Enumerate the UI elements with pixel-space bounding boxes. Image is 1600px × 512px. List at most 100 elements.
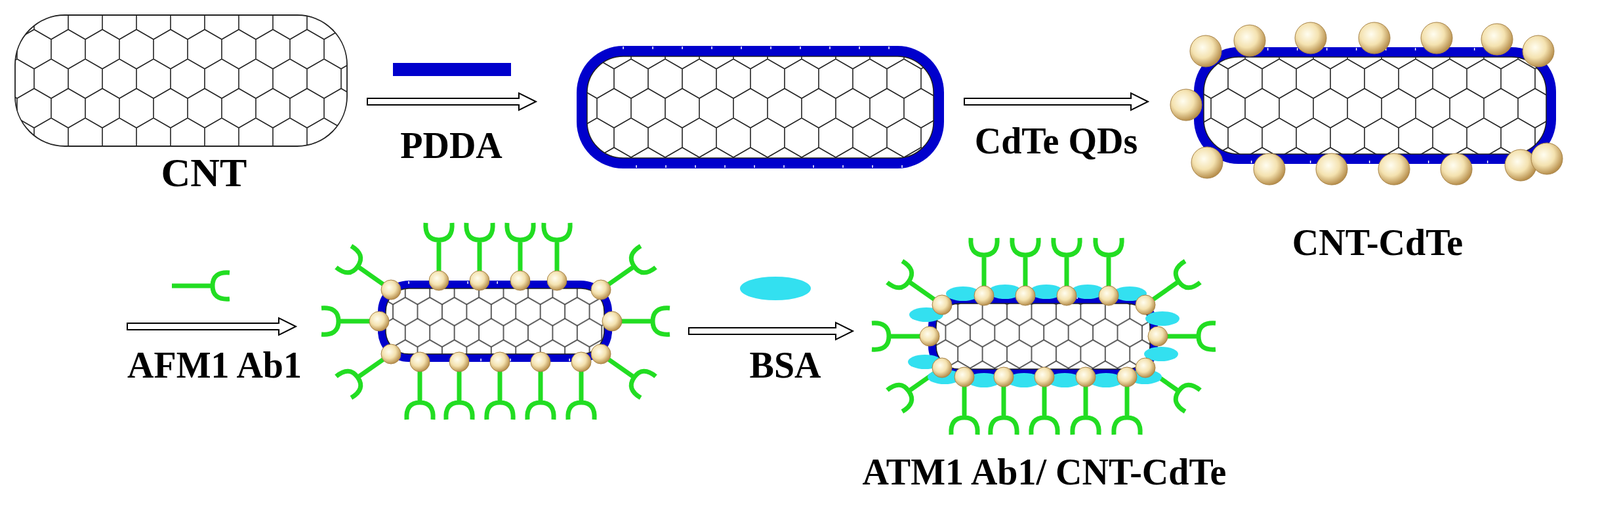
pdda-tick: [901, 165, 903, 168]
cnt-body: [15, 15, 348, 147]
cdte-qd: [1148, 326, 1168, 347]
pdda-tick: [635, 165, 637, 168]
step-label: PDDA: [400, 124, 503, 167]
cdte-qd: [919, 326, 940, 347]
pdda-tick: [467, 281, 469, 285]
pdda-tick: [1267, 47, 1269, 51]
pdda-tick: [1310, 160, 1312, 164]
pdda-tick: [711, 46, 713, 50]
cdte-qd: [1056, 286, 1077, 306]
pdda-tick: [888, 46, 890, 50]
pdda-tick: [842, 165, 844, 168]
cdte-qd: [1189, 35, 1222, 67]
pdda-tick: [1487, 160, 1489, 164]
cdte-qd: [1034, 367, 1055, 388]
cdte-qd: [1098, 286, 1119, 306]
step-arrow: [367, 93, 536, 111]
pdda-tick: [812, 165, 815, 168]
cnt-lattice: [587, 56, 934, 159]
cdte-qd: [1135, 295, 1156, 315]
pdda-layer: [1193, 47, 1557, 165]
pdda-tick: [1355, 47, 1358, 51]
cdte-qd: [1015, 286, 1036, 306]
antibody-shape: [171, 272, 230, 300]
cdte-qd: [974, 286, 994, 306]
cdte-qd: [1170, 89, 1202, 121]
cdte-qd: [1440, 153, 1473, 185]
cdte-qd: [510, 270, 531, 291]
cnt-body: [587, 56, 934, 159]
pdda-tick: [1428, 160, 1430, 164]
pdda-bar: [392, 62, 512, 77]
step-arrow: [688, 322, 853, 340]
cdte-qd: [381, 344, 401, 365]
cdte-qd: [932, 295, 952, 315]
pdda-layer: [928, 295, 1158, 378]
cdte-qd: [591, 280, 611, 300]
pdda-layer: [377, 280, 613, 363]
step-label: CdTe QDs: [974, 120, 1138, 163]
cdte-qd: [591, 344, 611, 365]
cnt-body: [385, 288, 605, 355]
pdda-tick: [622, 46, 624, 50]
pdda-tick: [568, 358, 571, 362]
cdte-qd: [1358, 22, 1391, 54]
cdte-qd: [571, 352, 592, 372]
pdda-tick: [858, 46, 861, 50]
cnt-lattice: [15, 15, 348, 147]
step-arrow: [964, 93, 1149, 111]
cdte-qd: [449, 352, 470, 372]
bsa-blocker: [739, 276, 811, 301]
pdda-tick: [753, 165, 756, 168]
cdte-qd: [1191, 146, 1223, 179]
pdda-tick: [1415, 47, 1417, 51]
pdda-tick: [770, 46, 772, 50]
pdda-tick: [1296, 47, 1299, 51]
cnt-lattice: [385, 288, 605, 355]
cdte-qd: [1481, 23, 1513, 56]
pdda-tick: [783, 165, 785, 168]
cnt-lattice: [1203, 57, 1547, 155]
cdte-qd: [429, 270, 449, 291]
cdte-qd: [1531, 143, 1563, 175]
cdte-qd: [993, 367, 1014, 388]
cdte-qd: [369, 311, 390, 332]
pdda-tick: [480, 358, 482, 362]
cdte-qd: [490, 352, 510, 372]
pdda-tick: [509, 358, 512, 362]
cdte-qd: [1315, 153, 1348, 185]
cdte-qd: [1294, 22, 1327, 54]
step-label: CNT: [161, 149, 248, 197]
cnt-body: [1203, 57, 1547, 155]
cnt-lattice: [936, 303, 1150, 370]
cdte-qd: [1420, 22, 1453, 54]
pdda-tick: [496, 281, 498, 285]
cdte-qd: [410, 352, 430, 372]
cdte-qd: [932, 358, 952, 378]
step-label: BSA: [749, 344, 822, 387]
pdda-tick: [652, 46, 654, 50]
pdda-layer: [576, 45, 944, 169]
cdte-qd: [469, 270, 490, 291]
cdte-qd: [1378, 153, 1410, 185]
pdda-tick: [681, 46, 683, 50]
step-label: AFM1 Ab1: [127, 344, 302, 387]
cnt-body: [936, 303, 1150, 370]
step-arrow: [127, 318, 296, 336]
pdda-tick: [740, 46, 742, 50]
step-label: ATM1 Ab1/ CNT-CdTe: [862, 451, 1227, 494]
pdda-tick: [871, 165, 874, 168]
cdte-qd: [602, 311, 622, 332]
cdte-qd: [954, 367, 975, 388]
cdte-qd: [1117, 367, 1137, 388]
cdte-qd: [1135, 358, 1156, 378]
cdte-qd: [1522, 35, 1555, 67]
cdte-qd: [1233, 24, 1266, 57]
pdda-tick: [1474, 47, 1476, 51]
pdda-tick: [665, 165, 667, 168]
pdda-tick: [408, 281, 410, 285]
cdte-qd: [1075, 367, 1096, 388]
pdda-tick: [694, 165, 697, 168]
pdda-tick: [799, 46, 801, 50]
pdda-tick: [829, 46, 831, 50]
